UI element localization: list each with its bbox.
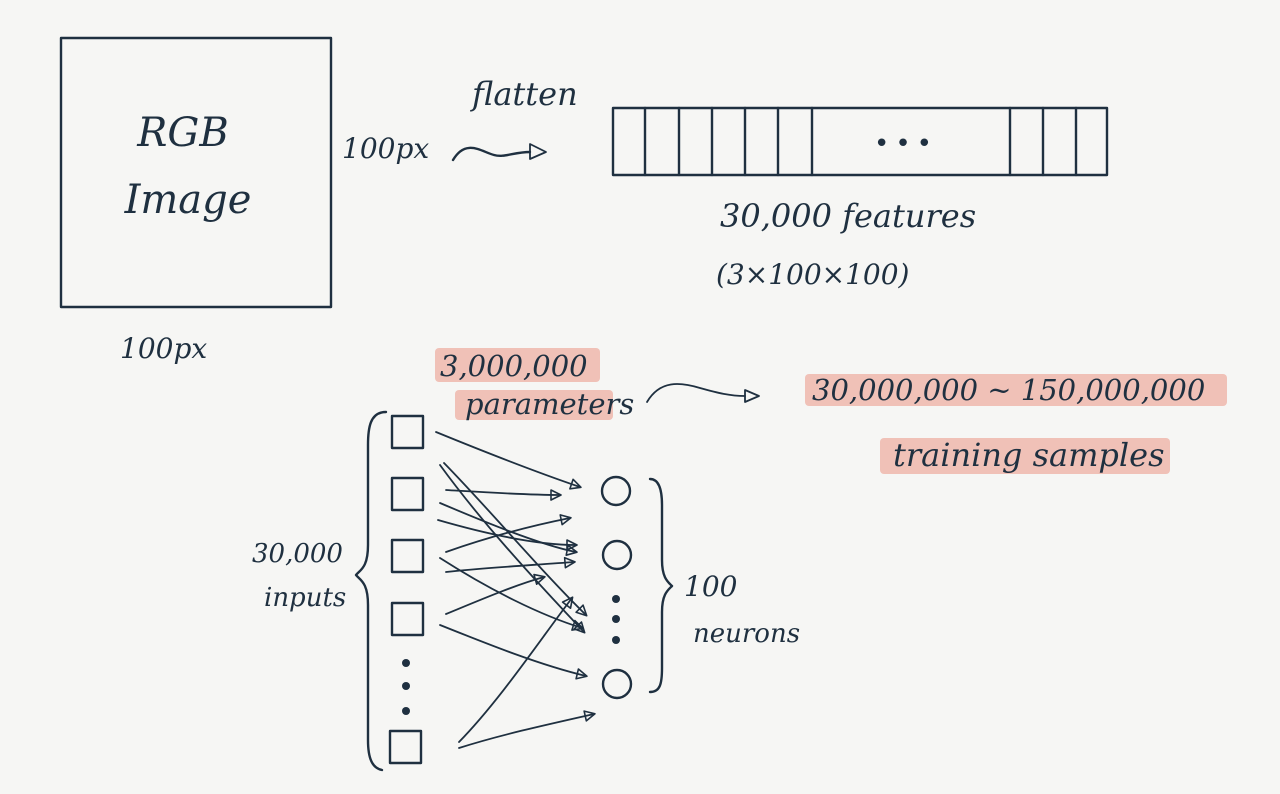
training-label-highlight — [880, 438, 1170, 474]
connection-arrow — [437, 519, 578, 551]
feature-shape-label: (3×100×100) — [716, 258, 909, 291]
connection-arrow — [435, 431, 582, 490]
connections — [435, 431, 596, 749]
feature-vector-cells — [643, 106, 1078, 177]
neuron-node — [601, 668, 633, 700]
neuron-ellipsis-dot — [612, 595, 620, 603]
neurons-label: neurons — [693, 619, 800, 649]
inputs-count: 30,000 — [252, 539, 343, 569]
connection-arrow — [458, 710, 596, 749]
image-square — [59, 36, 333, 309]
inputs-label: inputs — [264, 583, 346, 613]
neuron-node — [600, 475, 632, 507]
connection-arrow — [445, 514, 572, 553]
input-ellipsis-dot — [402, 682, 410, 690]
training-samples-note: 30,000,000 ~ 150,000,000 training sample… — [805, 373, 1227, 474]
parameters-count: 3,000,000 — [440, 349, 588, 383]
flatten-step: flatten — [451, 75, 578, 162]
neuron-ellipsis-dot — [612, 636, 620, 644]
flatten-squiggle-arrow — [451, 146, 532, 162]
neurons-brace — [648, 477, 674, 694]
input-ellipsis-dot — [402, 659, 410, 667]
parameters-to-samples-arrow — [646, 383, 760, 403]
image-width-label: 100px — [120, 332, 207, 365]
neurons-count: 100 — [684, 570, 737, 603]
parameters-highlight-1 — [435, 348, 600, 382]
input-node — [390, 414, 425, 450]
parameters-highlight-2 — [455, 390, 613, 420]
rgb-image-box: RGB Image 100px 100px — [59, 36, 429, 365]
feature-vector-ellipsis: ••• — [874, 129, 938, 159]
neuron-ellipsis-dot — [612, 615, 620, 623]
training-range-highlight — [805, 374, 1227, 406]
parameters-label: parameters — [465, 387, 634, 421]
image-title-line2: Image — [124, 177, 252, 223]
connection-arrow — [439, 502, 578, 556]
neuron-node — [601, 539, 633, 571]
flatten-arrowhead — [529, 143, 547, 160]
connection-arrow — [439, 624, 588, 680]
connection-arrow — [458, 596, 574, 743]
inputs-brace — [354, 410, 388, 772]
training-label: training samples — [893, 436, 1165, 474]
input-node — [390, 601, 425, 637]
input-nodes — [388, 414, 425, 765]
input-node — [388, 729, 423, 765]
image-title-line1: RGB — [136, 110, 228, 156]
flatten-label: flatten — [470, 75, 578, 113]
input-node — [390, 538, 425, 574]
output-neurons — [600, 475, 633, 700]
connection-arrow — [445, 556, 576, 573]
feature-count-label: 30,000 features — [720, 197, 976, 235]
training-range: 30,000,000 ~ 150,000,000 — [812, 373, 1205, 407]
connection-arrow — [439, 464, 586, 634]
input-node — [390, 476, 425, 512]
input-ellipsis-dot — [402, 707, 410, 715]
connection-arrow — [439, 557, 584, 631]
image-height-label: 100px — [342, 132, 429, 165]
feature-vector-outline — [611, 106, 1109, 177]
connection-arrow — [445, 489, 562, 501]
parameters-note: 3,000,000 parameters — [435, 348, 634, 421]
feature-vector: ••• 30,000 features (3×100×100) — [611, 106, 1109, 291]
